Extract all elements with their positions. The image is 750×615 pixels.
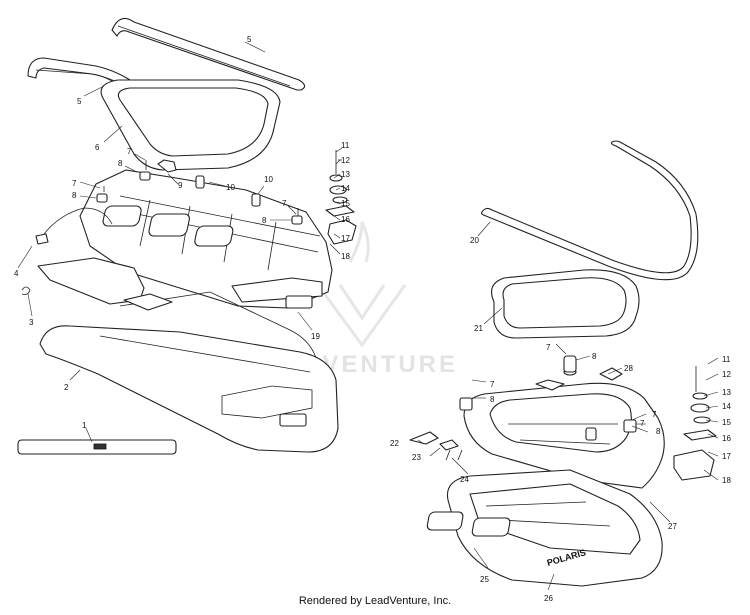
callout-18-right: 18 [722,476,731,485]
callout-10-left: 10 [226,183,235,192]
trim-strip-upper [111,17,306,91]
callout-7-lid-right-a: 7 [652,410,657,419]
latch-parts [409,431,463,461]
hinge-stack-left [325,150,357,245]
callout-19: 19 [311,332,320,341]
callout-16-left: 16 [341,215,350,224]
trim-strip-right [480,140,699,281]
seat-tray [39,291,339,453]
callout-15-left: 15 [341,199,350,208]
callout-5-upper: 5 [247,35,252,44]
seat-base-right [426,469,663,587]
support-bar [17,439,177,455]
callout-27: 27 [668,522,677,531]
callout-20: 20 [470,236,479,245]
callout-5-lower: 5 [77,97,82,106]
callout-28: 28 [624,364,633,373]
callout-8-lid-left: 8 [490,395,495,404]
side-panel [35,207,145,305]
callout-7-lid-right-b: 7 [640,419,645,428]
callout-12-right: 12 [722,370,731,379]
callout-9: 9 [178,181,183,190]
callout-13-left: 13 [341,170,350,179]
watermark-logo [316,221,407,348]
callout-7-right-top: 7 [546,343,551,352]
callout-11-left: 11 [341,141,350,150]
callout-7-top: 7 [127,147,132,156]
callout-22: 22 [390,439,399,448]
callout-3: 3 [29,318,34,327]
callout-8-side: 8 [72,191,77,200]
callout-8-right-top: 8 [592,352,597,361]
callout-23: 23 [412,453,421,462]
callout-14-left: 14 [341,184,350,193]
callout-2: 2 [64,383,69,392]
callout-25: 25 [480,575,489,584]
callout-7-side: 7 [72,179,77,188]
seat-base [79,169,333,309]
callout-1: 1 [82,421,87,430]
callout-26: 26 [544,594,553,603]
callout-8-right: 8 [262,216,267,225]
callout-17-left: 17 [341,234,350,243]
window-seal [491,269,640,339]
clip-part-3 [21,286,31,295]
callout-4: 4 [14,269,19,278]
callout-6: 6 [95,143,100,152]
callout-15-right: 15 [722,418,731,427]
callout-17-right: 17 [722,452,731,461]
leaders-left [17,41,343,443]
callout-14-right: 14 [722,402,731,411]
footer-credit: Rendered by LeadVenture, Inc. [299,595,451,607]
callout-7-lid-left: 7 [490,380,495,389]
seat-lid [459,355,665,489]
callout-7-right: 7 [282,199,287,208]
fasteners-left [96,159,303,225]
callout-8-top: 8 [118,159,123,168]
callout-16-right: 16 [722,434,731,443]
callout-8-lid-right: 8 [656,427,661,436]
callout-12-left: 12 [341,156,350,165]
callout-11-right: 11 [722,355,731,364]
window-frame [100,79,281,171]
callout-24: 24 [460,475,469,484]
hinge-stack-right [673,366,717,481]
leaders-right [417,221,719,591]
callout-13-right: 13 [722,388,731,397]
callout-18-left: 18 [341,252,350,261]
callout-21: 21 [474,324,483,333]
callout-10-right: 10 [264,175,273,184]
